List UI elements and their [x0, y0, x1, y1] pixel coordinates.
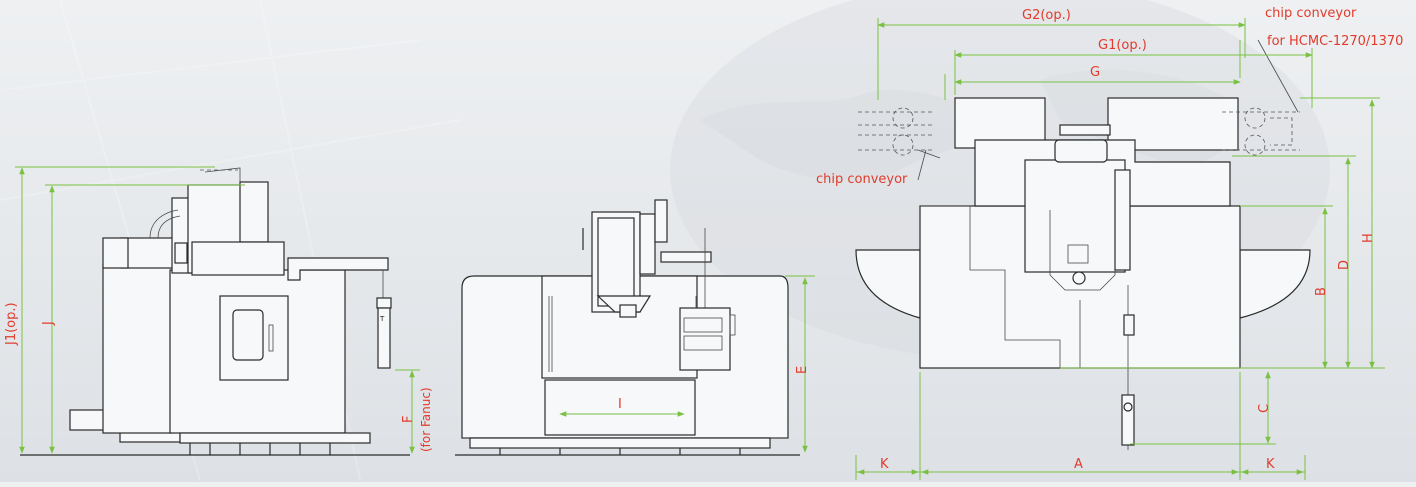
- side-view: T J1(op.) J F (for Fanuc): [4, 166, 433, 456]
- label-F: F: [401, 416, 416, 423]
- label-J1: J1(op.): [4, 302, 19, 346]
- label-G1: G1(op.): [1098, 38, 1147, 53]
- top-view: chip conveyor for HCMC-1270/1370 chip co…: [816, 6, 1403, 480]
- front-view: I E: [455, 199, 815, 456]
- label-E: E: [795, 366, 810, 374]
- svg-text:T: T: [379, 315, 385, 323]
- label-H: H: [1361, 233, 1376, 243]
- label-B: B: [1314, 287, 1329, 296]
- chip-conveyor-left-ghost: [858, 107, 941, 159]
- label-I: I: [618, 397, 622, 412]
- label-C: C: [1257, 404, 1272, 413]
- label-K-left: K: [880, 457, 889, 472]
- chip-conveyor-right-ghost: [1222, 107, 1300, 156]
- label-G: G: [1090, 65, 1100, 80]
- label-J: J: [41, 321, 56, 326]
- label-chip-conveyor-model: for HCMC-1270/1370: [1267, 34, 1403, 49]
- label-A: A: [1074, 457, 1083, 472]
- label-K-right: K: [1266, 457, 1275, 472]
- label-F-note: (for Fanuc): [419, 387, 433, 452]
- label-chip-conveyor-left: chip conveyor: [816, 172, 908, 187]
- label-chip-conveyor-top: chip conveyor: [1265, 6, 1357, 21]
- label-D: D: [1337, 260, 1352, 270]
- label-G2: G2(op.): [1022, 8, 1071, 23]
